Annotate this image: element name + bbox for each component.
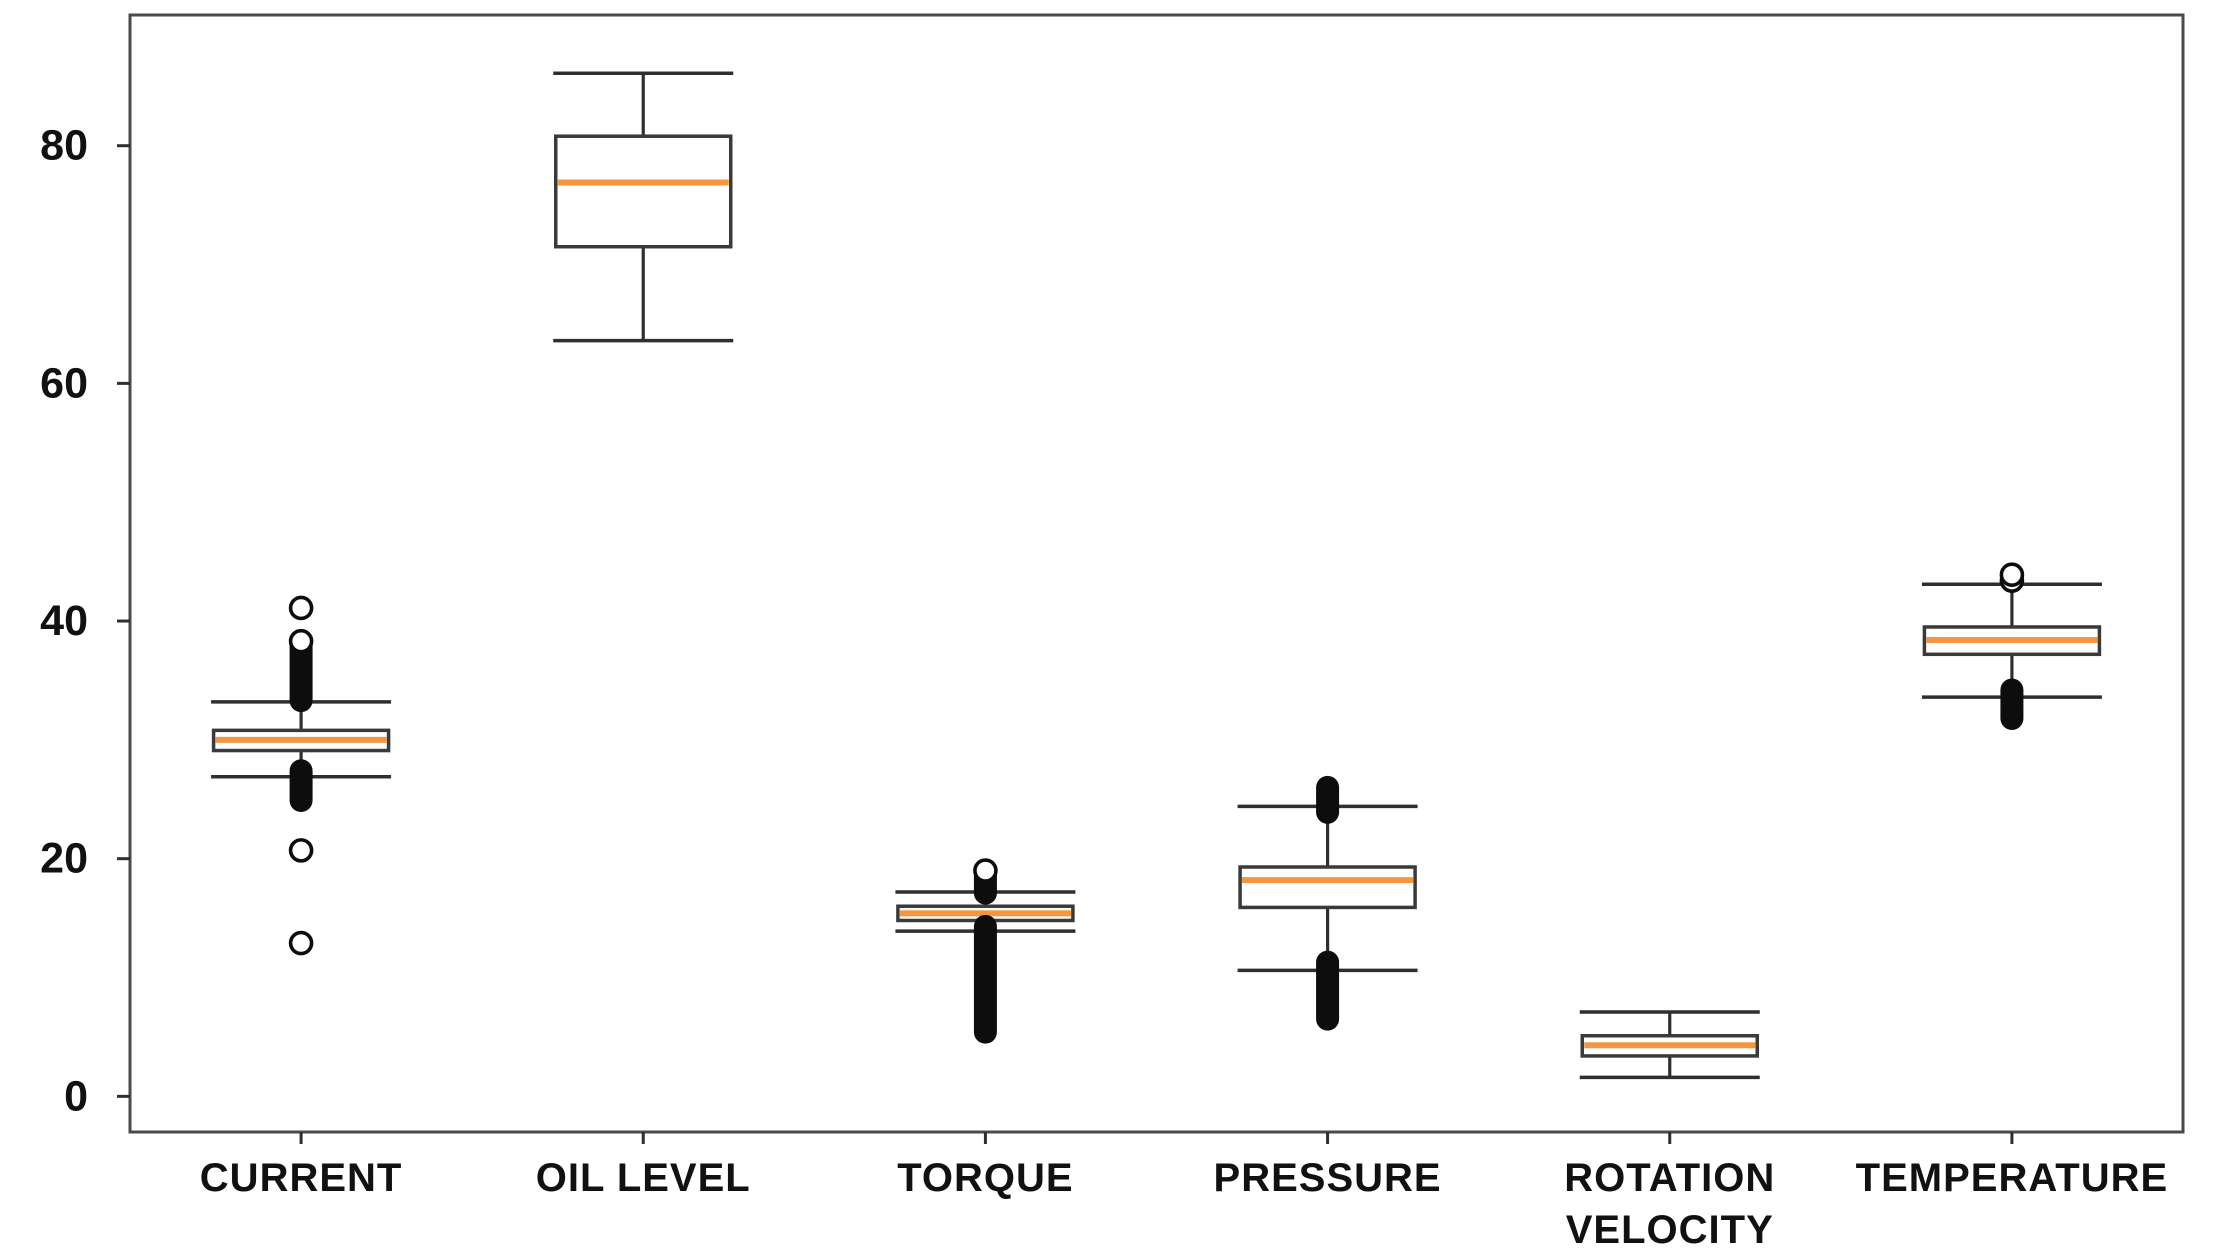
- box-temperature: TEMPERATURE: [1856, 562, 2168, 1200]
- outlier-circle: [1999, 562, 2025, 587]
- outlier-cluster: [1316, 775, 1340, 824]
- y-tick-label: 40: [40, 597, 88, 645]
- x-axis-label: TORQUE: [897, 1156, 1073, 1200]
- outlier-circle: [288, 838, 314, 863]
- box-current: CURRENT: [200, 595, 403, 1200]
- x-axis-label: CURRENT: [200, 1156, 403, 1200]
- y-axis: 0 20 40 60 80: [40, 122, 130, 1120]
- x-axis-label: VELOCITY: [1566, 1208, 1774, 1252]
- box-oil-level: OIL LEVEL: [536, 71, 751, 1200]
- outlier-cluster: [289, 759, 313, 812]
- box-torque: TORQUE: [895, 858, 1076, 1200]
- outlier-circle: [288, 930, 314, 956]
- outlier-circle: [973, 858, 998, 883]
- y-tick-label: 80: [40, 122, 88, 170]
- x-axis-label: PRESSURE: [1214, 1156, 1442, 1200]
- iqr-box: [1238, 865, 1417, 910]
- plot-frame: [128, 13, 2185, 1134]
- x-axis-label: ROTATION: [1564, 1156, 1775, 1200]
- iqr-box: [554, 134, 733, 249]
- y-tick-label: 20: [40, 835, 88, 883]
- box-pressure: PRESSURE: [1214, 775, 1442, 1200]
- box-rotation-velocity: ROTATION VELOCITY: [1564, 1010, 1775, 1252]
- outlier-cluster: [1316, 950, 1340, 1031]
- outlier-cluster: [973, 914, 997, 1044]
- outlier-circle: [288, 628, 314, 654]
- outlier-cluster: [2000, 678, 2024, 730]
- y-tick-label: 0: [64, 1072, 88, 1120]
- outlier-circle: [288, 595, 314, 621]
- x-axis-label: OIL LEVEL: [536, 1156, 751, 1200]
- outlier-cluster: [289, 633, 313, 713]
- y-tick-label: 60: [40, 359, 88, 407]
- x-axis-label: TEMPERATURE: [1856, 1156, 2168, 1200]
